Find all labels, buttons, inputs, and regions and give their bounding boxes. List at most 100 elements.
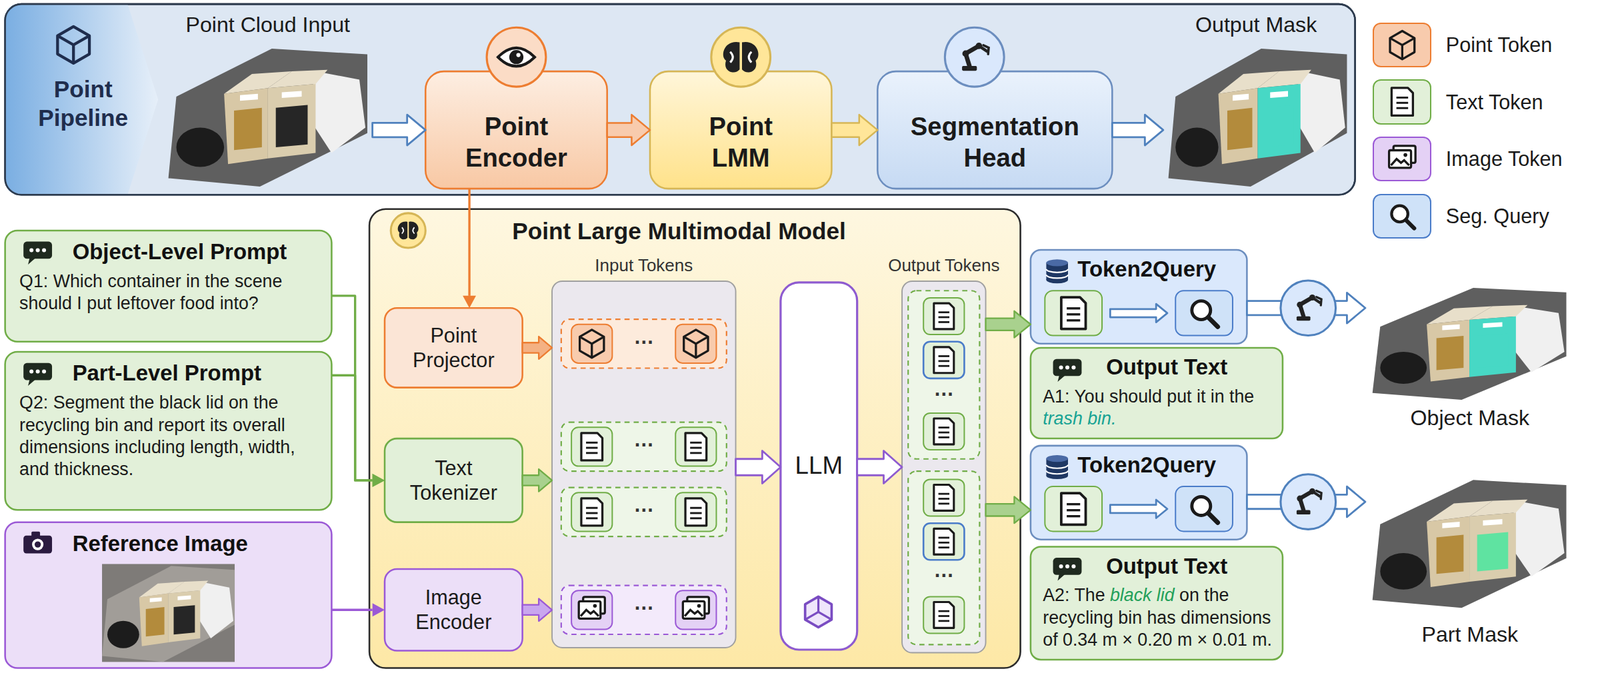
- document-glyph: [581, 498, 603, 526]
- heading-icon: [23, 363, 52, 386]
- output-mask-figure: Output Mask: [1163, 12, 1350, 190]
- legend-swatch: [1372, 79, 1432, 124]
- connector: [736, 451, 781, 484]
- box-title: Part Mask: [1422, 622, 1519, 648]
- bin-tag: [150, 597, 162, 602]
- label-holder: …: [623, 326, 664, 348]
- logo-spoke: [817, 596, 820, 612]
- prompt-box: Part-Level PromptQ2: Segment the black l…: [5, 352, 332, 510]
- document-line: [938, 321, 950, 324]
- output-text-box: Output TextA1: You should put it in the …: [1030, 348, 1283, 439]
- connector: [331, 296, 385, 488]
- token-tile: [1044, 290, 1102, 336]
- bin-tag: [1442, 522, 1460, 529]
- label-holder: …: [923, 560, 964, 581]
- bin-lid: [1477, 334, 1509, 368]
- bowl: [1380, 352, 1427, 384]
- chat-tail: [1057, 574, 1066, 581]
- document-line: [586, 517, 598, 520]
- document-line: [938, 610, 950, 613]
- token-tile: [571, 492, 612, 532]
- connector: [522, 469, 552, 492]
- arrow-shape: [831, 114, 878, 146]
- white-cloth: [307, 71, 366, 154]
- token-row: [561, 586, 727, 635]
- document-line: [690, 512, 702, 515]
- box-opening: [1436, 336, 1464, 370]
- heading-icon: [1053, 558, 1082, 581]
- box-opening: [234, 108, 262, 150]
- segmentation-head-box-shape: [877, 71, 1112, 189]
- output-text-box: Output TextA2: The black lid on the recy…: [1030, 546, 1283, 660]
- output-mask-scene: [1168, 48, 1348, 187]
- chat-tail: [1057, 375, 1066, 382]
- connector-line: [331, 296, 372, 481]
- chat-dot: [1065, 564, 1070, 569]
- connector: [462, 188, 476, 308]
- projector-box: Point Projector: [384, 308, 523, 388]
- answer-text: black lid: [1110, 585, 1175, 606]
- picture-front: [682, 601, 705, 619]
- table-surface: [168, 48, 368, 187]
- photo-background: [102, 564, 235, 662]
- arrowhead: [372, 474, 385, 488]
- input-token-rows: [561, 319, 727, 635]
- brain-fold: [730, 52, 733, 63]
- cube-glyph: [57, 36, 90, 46]
- box-title: LLM: [795, 451, 843, 482]
- legend-row: Image Token: [1372, 130, 1563, 188]
- box-title: Point Cloud Input: [186, 12, 350, 38]
- illustrations: [23, 26, 1566, 663]
- cube-glyph: [57, 26, 90, 64]
- picture-sun: [697, 604, 702, 608]
- legend-swatch: [1372, 194, 1432, 239]
- segmentation-symbols: [1280, 280, 1336, 530]
- label-holder: …: [623, 494, 664, 516]
- lmm-panel-shape: [369, 209, 1021, 669]
- document-line: [690, 517, 702, 520]
- token-tile: [923, 342, 964, 379]
- camera-lens: [32, 539, 44, 551]
- document-line: [938, 432, 950, 434]
- text-paragraph: A2: The black lid on the recycling bin h…: [1042, 584, 1272, 652]
- token-group: Output Tokens: [902, 255, 986, 654]
- token-row: [561, 319, 727, 368]
- box-front: [1469, 316, 1516, 378]
- box-text: Q1: Which container in the scene should …: [19, 270, 320, 316]
- mapping-arrow: [1110, 500, 1168, 519]
- lmm-box-shape: [650, 71, 832, 189]
- token-row: [561, 422, 727, 472]
- legend-row: Point Token: [1372, 16, 1563, 74]
- legend-row: Seg. Query: [1372, 188, 1563, 246]
- box-title: Output Text: [1106, 553, 1273, 580]
- document-line: [1066, 503, 1080, 506]
- database-ring: [1046, 470, 1068, 474]
- chat-dot: [36, 248, 40, 252]
- robot-gripper: [983, 45, 989, 54]
- box-title: Image Encoder: [396, 585, 511, 636]
- chat-tail: [28, 379, 36, 386]
- connector: [857, 451, 902, 484]
- box-top: [1469, 500, 1528, 517]
- token-tile: [675, 492, 716, 532]
- box-top: [268, 70, 328, 88]
- document-line: [938, 355, 950, 358]
- document-line: [1396, 107, 1408, 110]
- object-mask-figure: Object Mask: [1365, 280, 1575, 434]
- projector-box-shape: [384, 308, 523, 388]
- chat-dot: [1059, 564, 1064, 569]
- token2query-box: Token2Query: [1030, 250, 1247, 344]
- eye-outline: [498, 48, 535, 67]
- document-glyph: [1061, 297, 1086, 329]
- box-opening: [1436, 535, 1464, 575]
- token-group-shape: [552, 281, 736, 648]
- arrow-shape: [986, 496, 1031, 524]
- document-glyph: [934, 303, 954, 330]
- part-mask-scene: [1372, 480, 1567, 608]
- box-title: Object-Level Prompt: [72, 238, 320, 266]
- box-title: Reference Image: [72, 530, 320, 558]
- bowl: [1175, 127, 1218, 167]
- brain-fold: [748, 52, 752, 63]
